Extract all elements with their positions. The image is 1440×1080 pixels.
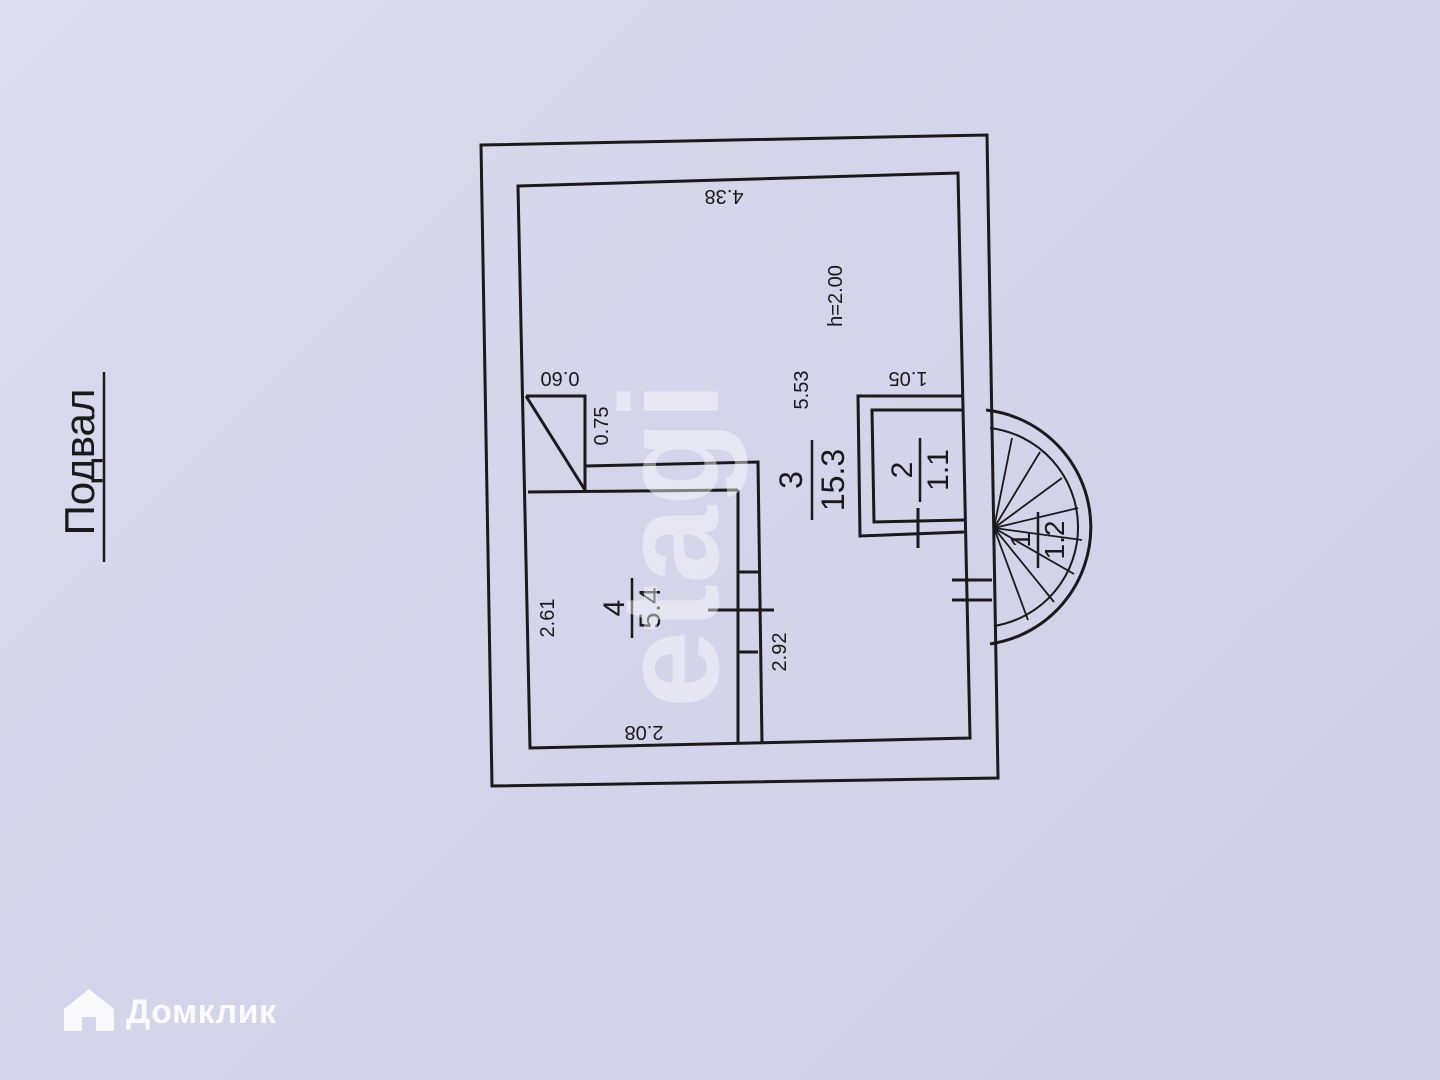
room-area: 1.1: [922, 449, 955, 491]
outer-wall: [479, 133, 1000, 788]
room-3-label: 3 15.3: [773, 440, 851, 520]
dim-recess-width: 0.60: [541, 367, 580, 389]
dim-height-note: h=2.00: [825, 265, 847, 327]
room-1-label: 1 1.2: [1005, 512, 1070, 568]
room-4-label: 4 5.4: [598, 578, 667, 638]
dim-top-width: 4.38: [705, 185, 744, 207]
walls: [479, 133, 1000, 788]
room-area: 5.4: [634, 587, 667, 629]
room-number: 3: [773, 471, 809, 489]
room4-partition-top: [527, 488, 739, 494]
partition-wall: [584, 460, 764, 745]
brand-logo: Домклик: [62, 988, 277, 1036]
stair-inner-arc: [989, 427, 1080, 627]
room-number: 1: [1005, 532, 1036, 548]
recess: [526, 394, 587, 490]
brand-name: Домклик: [126, 992, 277, 1031]
dim-closet-width: 1.05: [889, 367, 928, 389]
closet-outer: [856, 394, 965, 538]
dim-recess-depth: 0.75: [591, 407, 613, 446]
room-2-label: 2 1.1: [886, 438, 955, 502]
room-area: 15.3: [815, 449, 851, 511]
dim-partition-length: 2.92: [769, 633, 791, 672]
house-icon: [62, 987, 116, 1038]
dim-room4-length: 2.61: [537, 599, 559, 638]
floor-title: Подвал: [56, 389, 103, 536]
inner-wall: [516, 171, 972, 750]
dim-main-length: 5.53: [791, 371, 813, 410]
spiral-staircase: [985, 408, 1093, 646]
recess-diagonal: [524, 395, 587, 491]
room-number: 4: [598, 600, 631, 617]
room-number: 2: [886, 462, 919, 479]
stair-outer-arc: [985, 408, 1093, 646]
watermark: etagi: [591, 382, 748, 709]
room-area: 1.2: [1039, 521, 1070, 560]
dim-room4-width: 2.08: [625, 721, 664, 743]
